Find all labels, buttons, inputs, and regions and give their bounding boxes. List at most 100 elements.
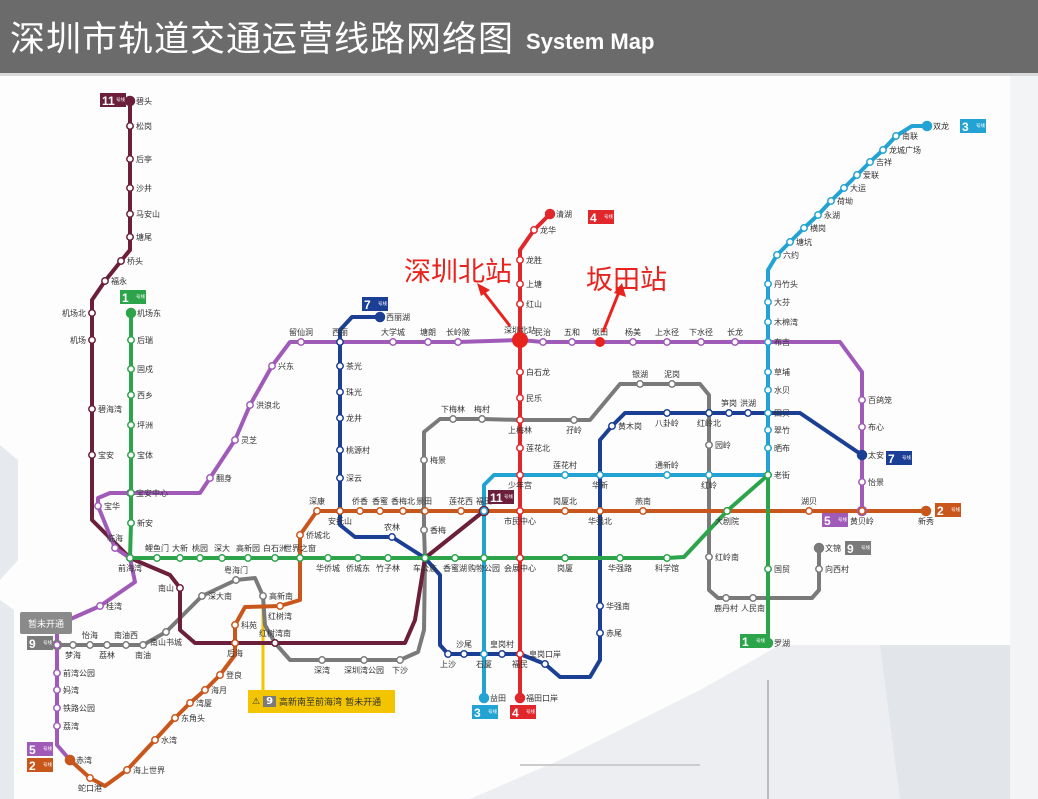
station-label[interactable]: 后瑞 xyxy=(137,335,153,345)
station-label[interactable]: 龙城广场 xyxy=(889,145,921,155)
station-marker[interactable] xyxy=(800,224,808,232)
station-marker[interactable] xyxy=(126,210,134,218)
station-marker[interactable] xyxy=(126,155,134,163)
station-label[interactable]: 碧头 xyxy=(136,96,152,106)
station-marker[interactable] xyxy=(516,444,524,452)
station-marker[interactable] xyxy=(541,660,549,668)
station-marker[interactable] xyxy=(196,554,204,562)
station-label[interactable]: 华侨城 xyxy=(316,563,340,573)
station-label[interactable]: 石厦 xyxy=(476,660,492,669)
station-label[interactable]: 大学城 xyxy=(381,327,405,337)
station-label[interactable]: 向西村 xyxy=(825,564,849,574)
station-label[interactable]: 坪洲 xyxy=(137,421,153,430)
station-label[interactable]: 益田 xyxy=(490,693,506,703)
station-label[interactable]: 大运 xyxy=(850,183,866,193)
station-marker[interactable] xyxy=(561,507,569,515)
station-label[interactable]: 洪浪北 xyxy=(256,400,280,410)
station-label[interactable]: 留仙洞 xyxy=(289,327,313,337)
station-label[interactable]: 龙胜 xyxy=(526,255,542,265)
station-label[interactable]: 国贸 xyxy=(774,564,790,574)
station-label[interactable]: 深湾 xyxy=(314,665,330,675)
station-label[interactable]: 松岗 xyxy=(136,121,152,131)
station-marker[interactable] xyxy=(125,307,137,319)
station-marker[interactable] xyxy=(858,423,866,431)
station-label[interactable]: 龙井 xyxy=(346,413,362,423)
station-label[interactable]: 丹竹头 xyxy=(774,279,798,289)
station-label[interactable]: 华强南 xyxy=(606,601,630,611)
station-marker[interactable] xyxy=(639,507,647,515)
station-marker[interactable] xyxy=(420,526,428,534)
station-label[interactable]: 木棉湾 xyxy=(774,317,798,327)
station-marker[interactable] xyxy=(69,641,77,649)
station-label[interactable]: 前海湾 xyxy=(118,563,142,573)
station-label[interactable]: 翠竹 xyxy=(774,425,790,435)
station-marker[interactable] xyxy=(218,554,226,562)
station-label[interactable]: 东角头 xyxy=(181,713,205,723)
station-marker[interactable] xyxy=(853,171,861,179)
station-marker[interactable] xyxy=(731,338,739,346)
station-label[interactable]: 泥岗 xyxy=(664,370,680,379)
station-label[interactable]: 园岭 xyxy=(715,440,731,450)
station-label[interactable]: 翻身 xyxy=(216,473,232,483)
station-marker[interactable] xyxy=(88,309,96,317)
station-label[interactable]: 上水径 xyxy=(655,327,679,337)
station-label[interactable]: 珠光 xyxy=(346,387,362,397)
station-label[interactable]: 皇岗村 xyxy=(490,639,514,649)
station-marker[interactable] xyxy=(764,426,772,434)
station-label[interactable]: 新秀 xyxy=(918,516,934,526)
station-marker[interactable] xyxy=(206,474,214,482)
station-label[interactable]: 竹子林 xyxy=(376,563,400,573)
station-marker[interactable] xyxy=(399,507,407,515)
station-marker[interactable] xyxy=(176,584,184,592)
station-label[interactable]: 梦海 xyxy=(65,650,81,660)
station-label[interactable]: 塘坑 xyxy=(796,237,812,247)
station-marker[interactable] xyxy=(827,197,835,205)
station-marker[interactable] xyxy=(420,456,428,464)
station-marker[interactable] xyxy=(376,507,384,515)
station-label[interactable]: 怡海 xyxy=(82,630,98,640)
station-marker[interactable] xyxy=(336,362,344,370)
station-marker[interactable] xyxy=(636,380,644,388)
station-label[interactable]: 莲花村 xyxy=(553,460,577,470)
station-marker[interactable] xyxy=(764,368,772,376)
station-label[interactable]: 莲花西 xyxy=(449,496,473,506)
station-label[interactable]: 安托山 xyxy=(328,516,352,526)
station-label[interactable]: 购物公园 xyxy=(468,563,500,573)
station-marker[interactable] xyxy=(764,444,772,452)
station-label[interactable]: 桃园 xyxy=(192,543,208,553)
station-label[interactable]: 湖贝 xyxy=(801,497,817,506)
station-label[interactable]: 灵芝 xyxy=(241,435,257,445)
station-marker[interactable] xyxy=(568,338,576,346)
station-label[interactable]: 沙井 xyxy=(136,183,152,193)
station-marker[interactable] xyxy=(449,415,457,423)
station-label[interactable]: 香梅 xyxy=(430,525,446,535)
station-marker[interactable] xyxy=(201,686,209,694)
station-marker[interactable] xyxy=(153,554,161,562)
station-label[interactable]: 南油 xyxy=(135,650,151,660)
station-marker[interactable] xyxy=(127,365,135,373)
station-marker[interactable] xyxy=(127,391,135,399)
station-label[interactable]: 前湾公园 xyxy=(63,668,95,678)
station-marker[interactable] xyxy=(516,368,524,376)
station-marker[interactable] xyxy=(480,554,488,562)
station-label[interactable]: 粤海门 xyxy=(224,565,248,575)
station-label[interactable]: 世界之窗 xyxy=(284,543,316,553)
station-marker[interactable] xyxy=(336,338,344,346)
station-marker[interactable] xyxy=(127,519,135,527)
station-label[interactable]: 皇岗口岸 xyxy=(529,649,561,659)
station-label[interactable]: 龙华 xyxy=(540,225,556,235)
station-label[interactable]: 蛇口港 xyxy=(78,783,102,793)
station-marker[interactable] xyxy=(244,554,252,562)
station-marker[interactable] xyxy=(444,650,452,658)
station-label[interactable]: 水湾 xyxy=(161,735,177,745)
station-marker[interactable] xyxy=(663,409,671,417)
station-marker[interactable] xyxy=(705,471,713,479)
station-marker[interactable] xyxy=(171,714,179,722)
station-label[interactable]: 临海 xyxy=(107,533,123,543)
station-marker[interactable] xyxy=(126,184,134,192)
station-label[interactable]: 荷坳 xyxy=(837,196,853,206)
station-label[interactable]: 吉祥 xyxy=(876,157,892,167)
station-label[interactable]: 荔湾 xyxy=(63,721,79,731)
station-label[interactable]: 桃源村 xyxy=(346,445,370,455)
station-marker[interactable] xyxy=(879,146,887,154)
